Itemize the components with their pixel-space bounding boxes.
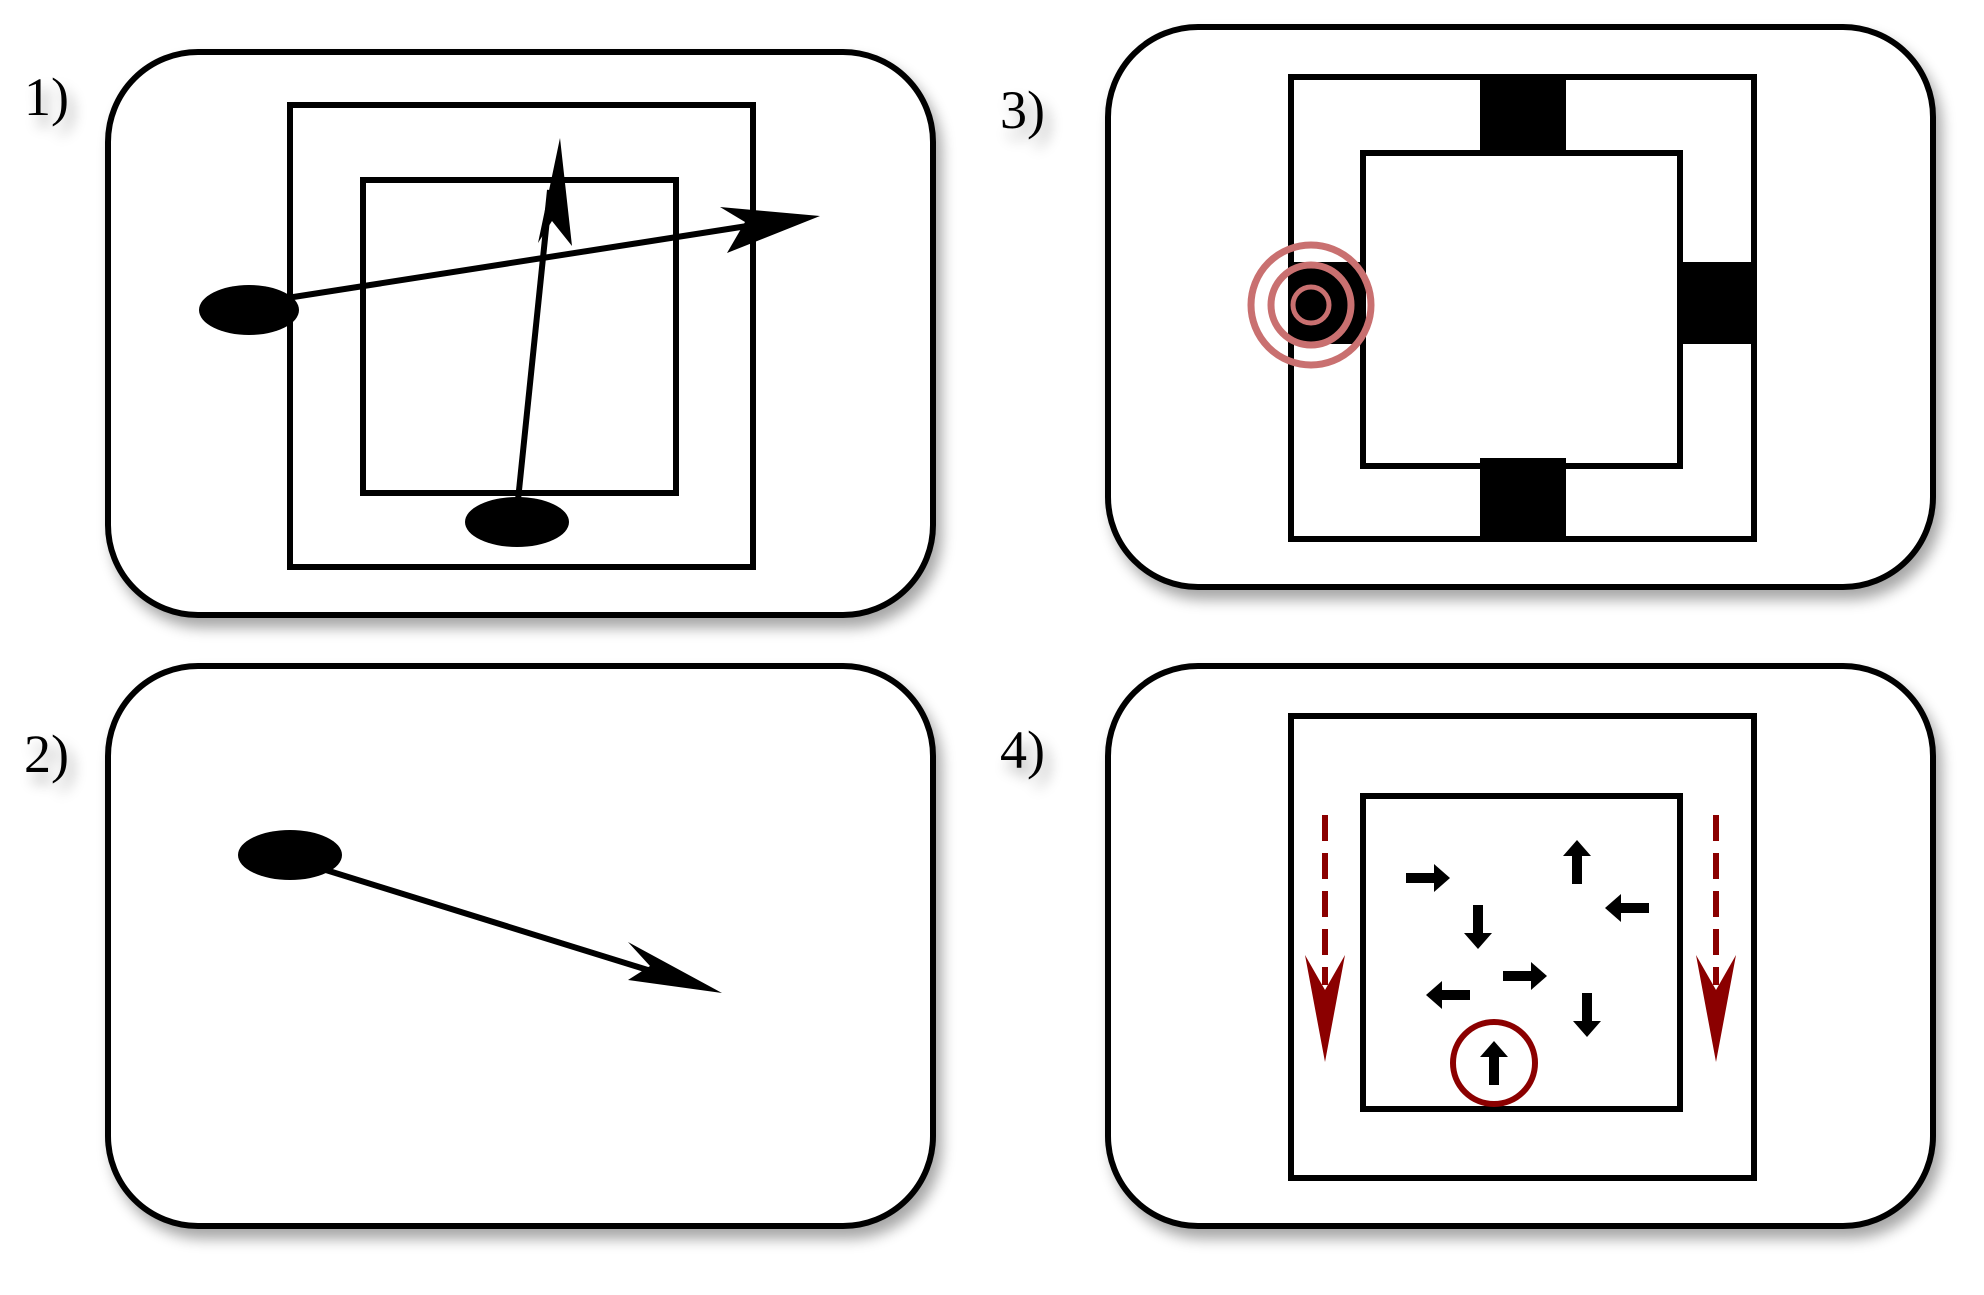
- panel-4-inner-box: [1360, 793, 1683, 1112]
- emission-ring-middle: [1267, 261, 1355, 349]
- emission-dot: [1290, 284, 1332, 326]
- trajectory-arrow-shaft: [254, 221, 761, 306]
- panel-2-frame: [105, 663, 936, 1229]
- trajectory-arrow-head: [538, 138, 572, 246]
- molecule-arrow-down: [1573, 993, 1601, 1037]
- highlight-ring: [1450, 1019, 1538, 1107]
- panel-label: 3): [1000, 80, 1045, 140]
- particle-blob: [199, 285, 299, 335]
- trajectory-arrow-head: [720, 207, 820, 253]
- flow-arrow-left-head: [1305, 955, 1345, 1062]
- panel-4-outer-box: [1288, 713, 1757, 1181]
- trajectory-arrow-shaft: [299, 859, 681, 983]
- emission-ring-outer: [1247, 241, 1375, 369]
- panel-label: 2): [24, 724, 69, 784]
- panel-1-outer-box: [287, 102, 756, 570]
- trajectory-arrow-shaft: [515, 189, 553, 501]
- molecule-arrow-left: [1426, 981, 1470, 1009]
- panel-1-frame: [105, 49, 936, 618]
- panel-3-frame: [1105, 24, 1936, 590]
- particle-blob: [465, 497, 569, 547]
- molecule-arrow-up: [1563, 840, 1591, 884]
- panel-label: 4): [1000, 720, 1045, 780]
- connector-block-bottom: [1480, 458, 1566, 539]
- molecule-arrow-left: [1605, 894, 1649, 922]
- molecule-arrow-down: [1464, 905, 1492, 949]
- panel-2: 2): [24, 663, 936, 1229]
- molecule-arrow-up: [1480, 1041, 1508, 1085]
- panel-4-frame: [1105, 663, 1936, 1229]
- panel-4: 4): [1000, 663, 1936, 1229]
- connector-block-top: [1480, 77, 1566, 153]
- panel-1: 1): [24, 49, 936, 618]
- trajectory-arrow-head: [628, 942, 722, 993]
- panel-label: 1): [24, 67, 69, 127]
- connector-block-right: [1680, 262, 1754, 344]
- particle-blob: [238, 830, 342, 880]
- panel-3: 3): [1000, 24, 1936, 590]
- flow-arrow-right-head: [1696, 955, 1736, 1062]
- molecule-arrow-right: [1503, 962, 1547, 990]
- molecule-arrow-right: [1406, 864, 1450, 892]
